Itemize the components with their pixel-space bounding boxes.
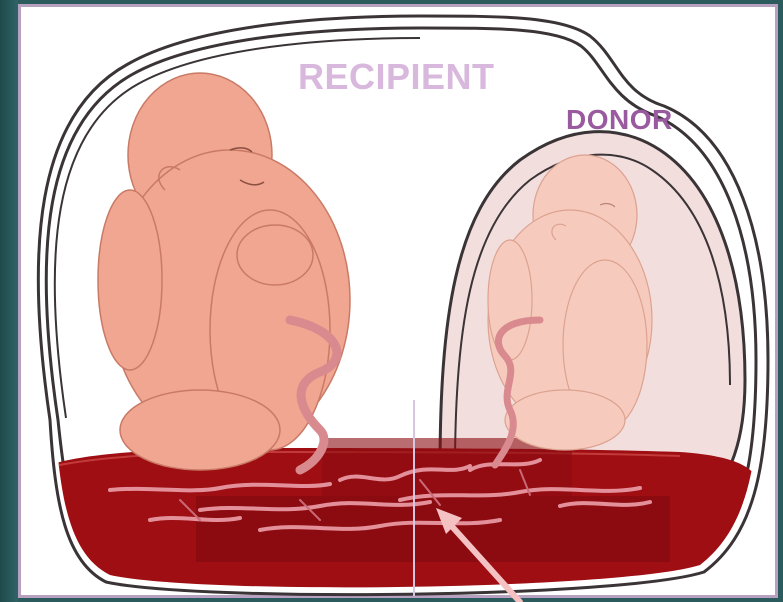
- recipient-fetus: [98, 73, 350, 470]
- placenta: [40, 438, 760, 600]
- donor-label: DONOR: [566, 104, 673, 136]
- recipient-label: RECIPIENT: [298, 56, 495, 98]
